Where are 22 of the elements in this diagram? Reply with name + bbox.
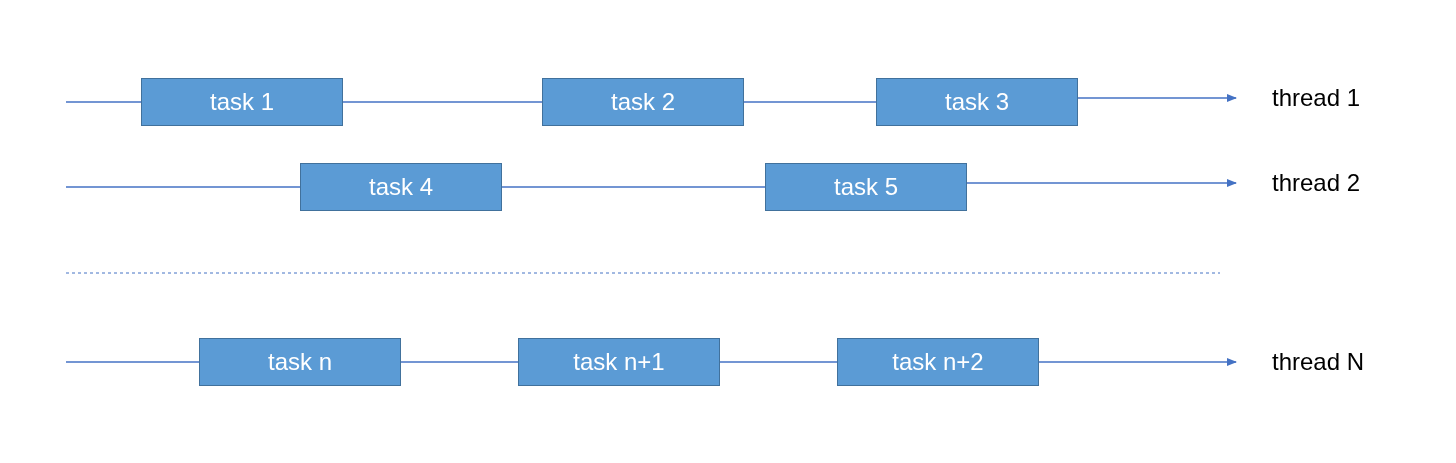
task-box: task n+1 <box>518 338 720 386</box>
task-box: task n <box>199 338 401 386</box>
connector-line <box>65 186 301 188</box>
arrow <box>966 179 1237 187</box>
task-box: task 5 <box>765 163 967 211</box>
connector-line <box>400 361 519 363</box>
connector-line <box>719 361 838 363</box>
thread-label: thread 1 <box>1236 83 1386 113</box>
task-box: task 3 <box>876 78 1078 126</box>
thread-label: thread N <box>1236 347 1386 377</box>
task-box: task 2 <box>542 78 744 126</box>
connector-line <box>65 101 142 103</box>
task-box: task 1 <box>141 78 343 126</box>
task-box: task n+2 <box>837 338 1039 386</box>
arrow <box>1077 94 1237 102</box>
task-box: task 4 <box>300 163 502 211</box>
connector-line <box>342 101 543 103</box>
connector-line <box>501 186 766 188</box>
thread-label: thread 2 <box>1236 168 1386 198</box>
arrow <box>1038 358 1237 366</box>
connector-line <box>743 101 877 103</box>
connector-line <box>65 361 200 363</box>
